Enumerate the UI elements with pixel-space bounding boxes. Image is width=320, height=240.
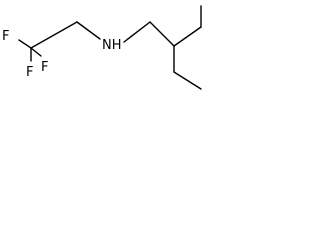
structure-canvas: F F F NH (2, 5, 202, 90)
bond-lines (18, 5, 202, 90)
bond-cf3-f-upper (18, 39, 32, 49)
bond-ch2-n (76, 21, 101, 40)
bond-ch-ethyl-upper-1 (173, 26, 202, 47)
bond-cf3-ch2 (30, 21, 78, 49)
atom-label-f-down: F (26, 65, 33, 80)
atom-label-nh: NH (102, 38, 122, 53)
bond-cf3-f-right (30, 47, 42, 57)
atom-labels: F F F NH (2, 29, 122, 80)
atom-label-f-upper: F (2, 29, 9, 44)
atom-label-f-right: F (41, 60, 48, 75)
bond-ch2-ch (149, 21, 175, 47)
bond-ch-ethyl-lower-2 (173, 71, 202, 90)
bond-n-ch2 (123, 21, 151, 43)
